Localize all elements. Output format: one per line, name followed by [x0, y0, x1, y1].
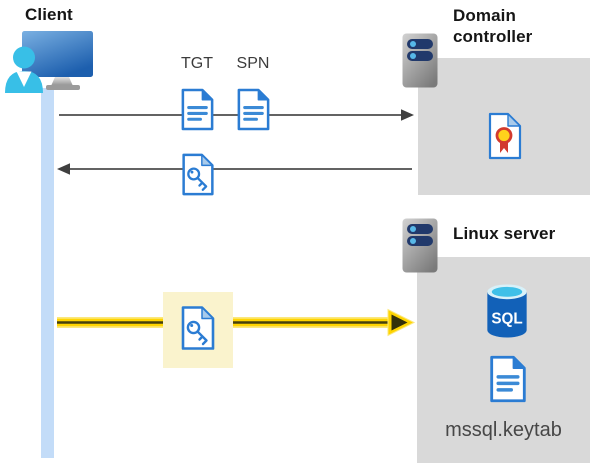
arrow-client-to-linux	[57, 308, 416, 337]
keytab-key-document-icon	[181, 306, 215, 350]
certificate-icon	[488, 112, 522, 160]
user-workstation-icon	[5, 31, 93, 93]
linux-server-label: Linux server	[453, 224, 556, 243]
arrow-client-to-dc	[59, 109, 414, 121]
sql-database-icon: SQL	[487, 284, 527, 338]
domain-controller-label: Domain controller	[453, 6, 533, 46]
keytab-file-label: mssql.keytab	[445, 419, 562, 441]
keytab-file-document-icon	[490, 355, 526, 403]
tgt-document-icon	[181, 88, 214, 131]
arrow-dc-to-client	[57, 163, 412, 175]
service-ticket-key-document-icon	[182, 153, 214, 196]
spn-label: SPN	[236, 55, 270, 72]
spn-document-icon	[237, 88, 270, 131]
tgt-label: TGT	[181, 55, 213, 72]
domain-controller-server-icon	[402, 33, 438, 88]
linux-server-icon	[402, 218, 438, 273]
client-lifeline	[41, 88, 54, 458]
sql-badge-label: SQL	[491, 310, 522, 327]
client-label: Client	[25, 5, 73, 24]
